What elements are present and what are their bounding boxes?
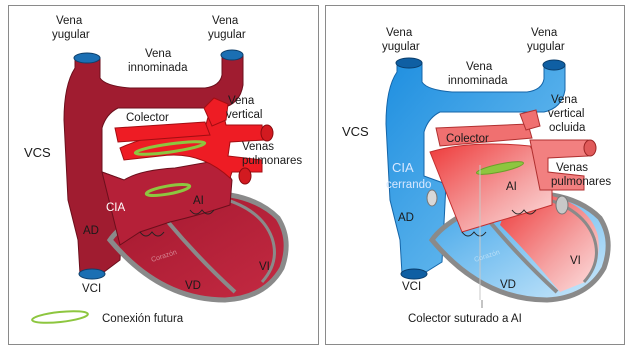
right-label-vena-innominada-1: Vena bbox=[466, 61, 493, 73]
right-label-cia-1: CIA bbox=[392, 160, 414, 175]
right-label-ai: AI bbox=[506, 181, 517, 193]
left-diagram: Corazón Vena yugular Vena yugular Vena i… bbox=[24, 15, 302, 325]
right-pulm-vein-opening-2 bbox=[556, 196, 568, 214]
left-label-ad: AD bbox=[83, 225, 99, 237]
right-jugular-left-opening bbox=[396, 58, 422, 68]
right-label-vena-yugular-l-1: Vena bbox=[386, 27, 413, 39]
right-pulm-vein-opening-1 bbox=[584, 140, 596, 156]
right-label-vena-vertical-3: ocluida bbox=[549, 122, 586, 134]
left-label-vci: VCI bbox=[82, 283, 101, 295]
left-label-vena-vertical-1: Vena bbox=[228, 95, 255, 107]
right-label-vcs: VCS bbox=[342, 124, 369, 139]
left-label-cia: CIA bbox=[106, 202, 126, 214]
left-jugular-left-opening bbox=[74, 53, 100, 63]
right-label-vena-innominada-2: innominada bbox=[448, 75, 508, 87]
left-label-vena-innominada-1: Vena bbox=[145, 48, 172, 60]
right-label-colector-suturado: Colector suturado a AI bbox=[408, 313, 522, 325]
left-label-vena-vertical-2: vertical bbox=[226, 109, 262, 121]
left-label-colector: Colector bbox=[126, 112, 169, 124]
right-jugular-right-opening bbox=[543, 60, 565, 70]
left-label-vena-innominada-2: innominada bbox=[128, 62, 188, 74]
right-label-vi: VI bbox=[570, 255, 581, 267]
right-label-vena-yugular-r-1: Vena bbox=[531, 27, 558, 39]
right-label-vena-yugular-r-2: yugular bbox=[527, 41, 565, 53]
right-label-venas-pulmonares-2: pulmonares bbox=[551, 176, 611, 188]
left-jugular-right-opening bbox=[221, 50, 243, 60]
right-label-vena-yugular-l-2: yugular bbox=[382, 41, 420, 53]
right-label-vena-vertical-1: Vena bbox=[551, 94, 578, 106]
left-label-conexion-futura: Conexión futura bbox=[102, 313, 184, 325]
right-diagram: Corazón Vena yugular Vena yugular Vena i… bbox=[342, 27, 611, 325]
right-label-colector: Colector bbox=[446, 133, 489, 145]
left-vci-opening bbox=[79, 269, 105, 279]
left-label-vi: VI bbox=[259, 261, 270, 273]
left-label-vena-yugular-l-2: yugular bbox=[52, 29, 90, 41]
right-vci-opening bbox=[401, 269, 427, 279]
right-label-vena-vertical-2: vertical bbox=[548, 108, 584, 120]
left-pulm-vein-opening-2 bbox=[239, 168, 251, 184]
left-label-vena-yugular-l-1: Vena bbox=[56, 15, 83, 27]
left-label-vena-yugular-r-1: Vena bbox=[212, 15, 239, 27]
right-label-ad: AD bbox=[398, 212, 414, 224]
left-label-vena-yugular-r-2: yugular bbox=[208, 29, 246, 41]
right-label-vd: VD bbox=[500, 279, 516, 291]
left-label-vd: VD bbox=[185, 280, 201, 292]
left-label-vcs: VCS bbox=[24, 145, 51, 160]
right-label-venas-pulmonares-1: Venas bbox=[556, 162, 588, 174]
left-label-ai: AI bbox=[193, 195, 204, 207]
left-label-venas-pulmonares-2: pulmonares bbox=[242, 155, 302, 167]
right-small-vessel bbox=[427, 190, 437, 206]
right-label-vci: VCI bbox=[402, 281, 421, 293]
left-label-venas-pulmonares-1: Venas bbox=[242, 141, 274, 153]
left-future-connection bbox=[32, 309, 89, 325]
right-label-cia-2: cerrando bbox=[386, 179, 431, 191]
left-pulm-vein-opening-1 bbox=[261, 125, 273, 141]
